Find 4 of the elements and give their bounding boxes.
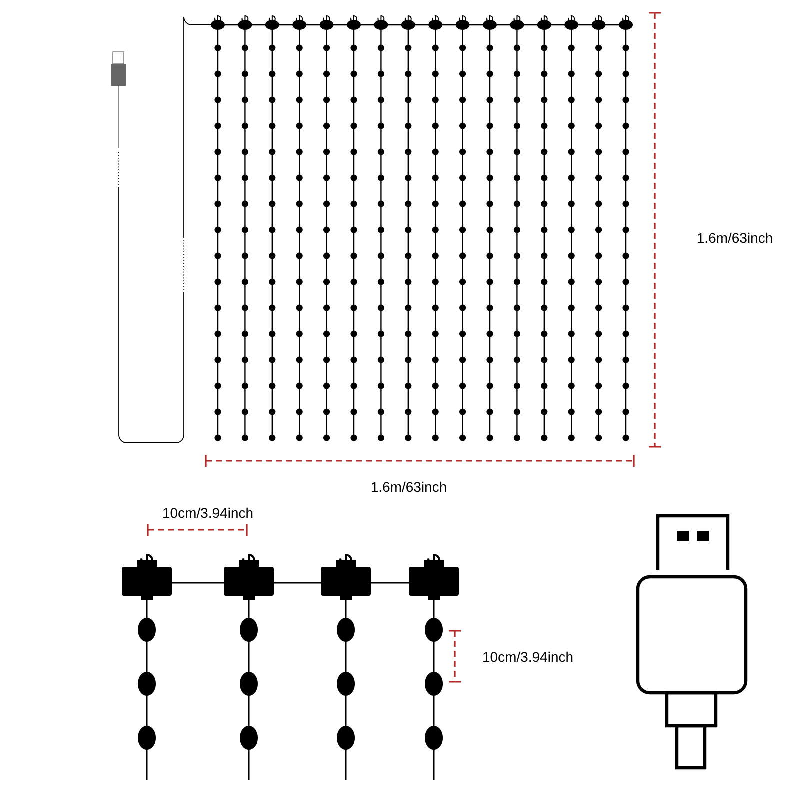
dimension-label: 1.6m/63inch xyxy=(698,232,772,244)
dimension-label: 10cm/3.94inch xyxy=(484,652,573,662)
dimension-label: 10cm/3.94inch xyxy=(164,508,253,518)
dimension-label: 1.6m/63inch xyxy=(372,482,446,492)
